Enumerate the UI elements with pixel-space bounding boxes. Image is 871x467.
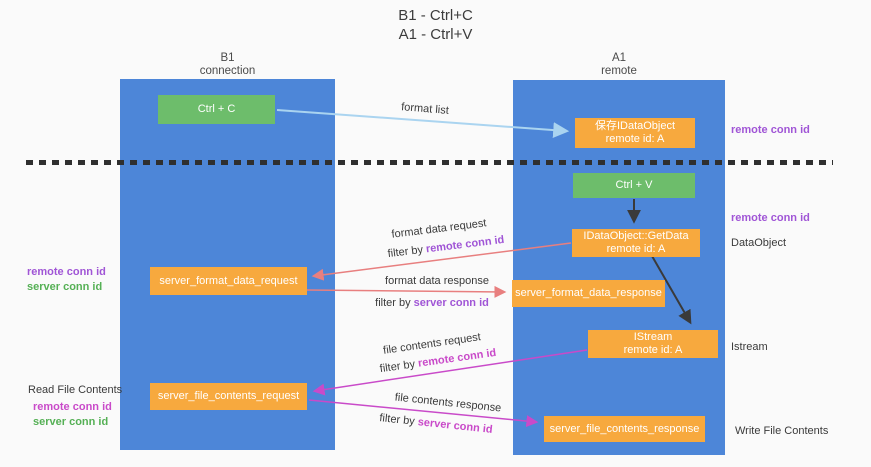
ctrl-c-box: Ctrl + C: [158, 95, 275, 124]
getdata-line1: IDataObject::GetData: [583, 230, 689, 242]
left-file-remote-conn-id: remote conn id: [33, 401, 112, 413]
istream-line2: remote id: A: [623, 344, 683, 356]
format-response-filter-label: filter by server conn id: [375, 297, 489, 309]
diagram-title: B1 - Ctrl+C A1 - Ctrl+V: [0, 6, 871, 44]
save-idataobject-box: 保存IDataObject remote id: A: [575, 118, 695, 148]
lifeline-a1-role: remote: [601, 65, 637, 77]
title-line-1: B1 - Ctrl+C: [398, 7, 473, 24]
server-file-contents-request-label: server_file_contents_request: [157, 390, 300, 402]
filter-server-conn-id: server conn id: [417, 416, 494, 436]
left-format-remote-conn-id: remote conn id: [27, 266, 106, 278]
istream-line1: IStream: [633, 331, 673, 343]
save-idataobject-line2: remote id: A: [605, 133, 665, 145]
filter-by-text: filter by: [378, 412, 419, 429]
lifeline-b1-role: connection: [199, 65, 256, 77]
server-format-data-request-box: server_format_data_request: [150, 267, 307, 295]
write-file-contents-label: Write File Contents: [735, 425, 829, 437]
format-list-label: format list: [400, 101, 450, 117]
istream-side-label: Istream: [731, 341, 768, 353]
getdata-line2: remote id: A: [606, 243, 666, 255]
lifeline-header-a1: A1 remote: [513, 52, 725, 78]
filter-remote-conn-id: remote conn id: [425, 233, 505, 256]
filter-by-text: filter by: [375, 297, 414, 309]
ctrl-c-label: Ctrl + C: [197, 103, 236, 115]
left-file-server-conn-id: server conn id: [33, 416, 109, 428]
server-file-contents-response-box: server_file_contents_response: [544, 416, 705, 442]
file-response-filter-label: filter by server conn id: [379, 412, 493, 436]
left-format-server-conn-id: server conn id: [27, 281, 103, 293]
file-contents-response-label: file contents response: [394, 391, 502, 415]
server-format-data-request-label: server_format_data_request: [159, 274, 298, 287]
ctrl-v-box: Ctrl + V: [573, 173, 695, 198]
session-divider-dashed-line: [26, 160, 833, 165]
format-data-response-arrow: [306, 285, 507, 298]
lifeline-header-b1: B1 connection: [120, 52, 335, 78]
server-file-contents-request-box: server_file_contents_request: [150, 383, 307, 410]
dataobject-label: DataObject: [731, 237, 787, 249]
read-file-contents-label: Read File Contents: [28, 384, 123, 396]
ctrl-v-label: Ctrl + V: [615, 179, 653, 191]
server-format-data-response-label: server_format_data_response: [515, 287, 662, 299]
format-data-response-label: format data response: [385, 275, 489, 287]
remote-conn-id-label-mid: remote conn id: [731, 212, 810, 224]
remote-conn-id-label-top: remote conn id: [731, 124, 810, 136]
idataobject-getdata-box: IDataObject::GetData remote id: A: [572, 229, 700, 257]
istream-box: IStream remote id: A: [588, 330, 718, 358]
filter-by-text: filter by: [379, 357, 419, 376]
lifeline-b1-name: B1: [220, 52, 235, 64]
lifeline-a1-name: A1: [611, 52, 627, 64]
server-format-data-response-box: server_format_data_response: [512, 280, 665, 307]
filter-by-text: filter by: [387, 243, 427, 261]
title-line-2: A1 - Ctrl+V: [398, 26, 473, 43]
server-file-contents-response-label: server_file_contents_response: [549, 422, 700, 435]
filter-server-conn-id: server conn id: [413, 297, 489, 309]
save-idataobject-line1: 保存IDataObject: [594, 120, 676, 132]
